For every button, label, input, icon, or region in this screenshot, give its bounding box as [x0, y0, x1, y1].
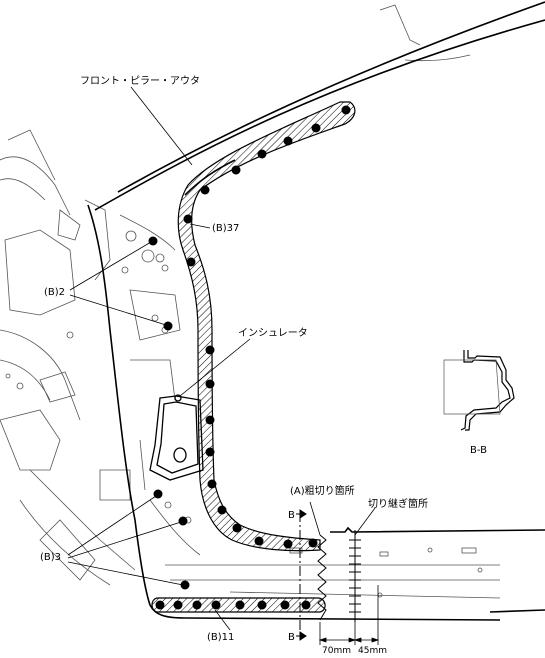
label-section-mark-top: B — [288, 510, 295, 521]
spot-welds-37 — [183, 105, 351, 549]
label-insulator: インシュレータ — [238, 327, 308, 339]
section-line-b — [296, 509, 307, 641]
background-structure — [0, 4, 501, 599]
spot-welds-3 — [153, 489, 190, 590]
spot-welds-11 — [155, 600, 311, 610]
label-outer-pillar: フロント・ピラー・アウタ — [80, 75, 200, 87]
leader-lines — [67, 86, 376, 631]
section-b-b-profile — [443, 350, 515, 431]
cut-line-rough — [317, 534, 327, 621]
spot-welds-2 — [148, 236, 173, 331]
insulator-part — [149, 394, 204, 481]
cut-line-joint — [349, 530, 361, 622]
label-b3: (B)3 — [40, 552, 61, 563]
label-cut-joint: 切り継ぎ箇所 — [368, 497, 428, 510]
label-cut-rough: (A)粗切り箇所 — [290, 484, 355, 497]
adhesive-band-37 — [177, 101, 356, 552]
label-b37: (B)37 — [212, 223, 239, 234]
label-b11: (B)11 — [207, 632, 234, 643]
label-dim-45: 45mm — [358, 646, 387, 656]
label-section-view: B-B — [470, 445, 487, 456]
label-section-mark-bottom: B — [288, 632, 295, 643]
front-pillar-outer — [87, 1, 545, 621]
label-dim-70: 70mm — [322, 646, 351, 656]
dimension-lines — [318, 585, 380, 645]
label-b2: (B)2 — [44, 287, 65, 298]
